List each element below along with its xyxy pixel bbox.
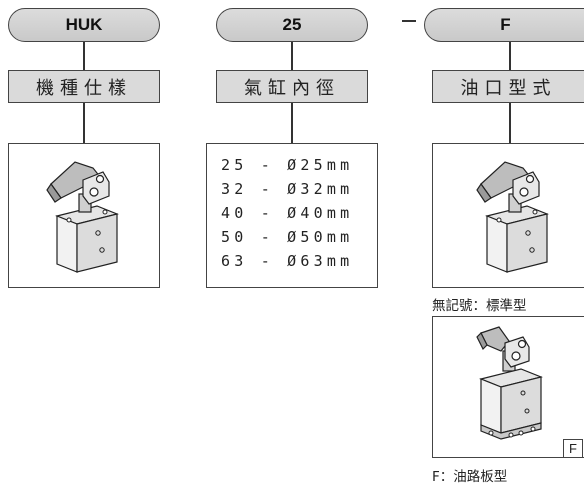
connector-line xyxy=(509,103,511,143)
standard-port-image-box xyxy=(432,143,584,288)
bore-option: 32 - Ø32mm xyxy=(221,180,354,198)
standard-port-caption: 無記號：標準型 xyxy=(432,298,527,314)
bore-option: 50 - Ø50mm xyxy=(221,228,354,246)
model-image-box xyxy=(8,143,160,288)
port-code: F xyxy=(500,15,511,34)
clamp-cylinder-icon xyxy=(46,161,119,273)
connector-line xyxy=(83,103,85,143)
model-code-pill: HUK xyxy=(8,8,160,42)
clamp-cylinder-icon xyxy=(476,161,549,273)
connector-line xyxy=(291,42,293,70)
manifold-port-image-box xyxy=(432,316,584,458)
bore-code: 25 xyxy=(282,15,302,34)
port-type-label: 油口型式 xyxy=(432,70,584,103)
bore-option: 63 - Ø63mm xyxy=(221,252,354,270)
model-spec-label: 機種仕樣 xyxy=(8,70,160,103)
connector-line xyxy=(83,42,85,70)
manifold-tag: F xyxy=(563,439,583,458)
clamp-cylinder-manifold-icon xyxy=(476,326,543,440)
separator-dash xyxy=(402,20,416,22)
port-code-pill: F xyxy=(424,8,584,42)
connector-line xyxy=(509,42,511,70)
manifold-port-caption: F：油路板型 xyxy=(432,469,508,483)
bore-option: 25 - Ø25mm xyxy=(221,156,354,174)
model-code: HUK xyxy=(65,15,103,34)
bore-size-label: 氣缸內徑 xyxy=(216,70,368,103)
bore-options-list: 25 - Ø25mm 32 - Ø32mm 40 - Ø40mm 50 - Ø5… xyxy=(221,153,353,273)
connector-line xyxy=(291,103,293,143)
bore-options-box xyxy=(206,143,378,288)
bore-option: 40 - Ø40mm xyxy=(221,204,354,222)
bore-code-pill: 25 xyxy=(216,8,368,42)
